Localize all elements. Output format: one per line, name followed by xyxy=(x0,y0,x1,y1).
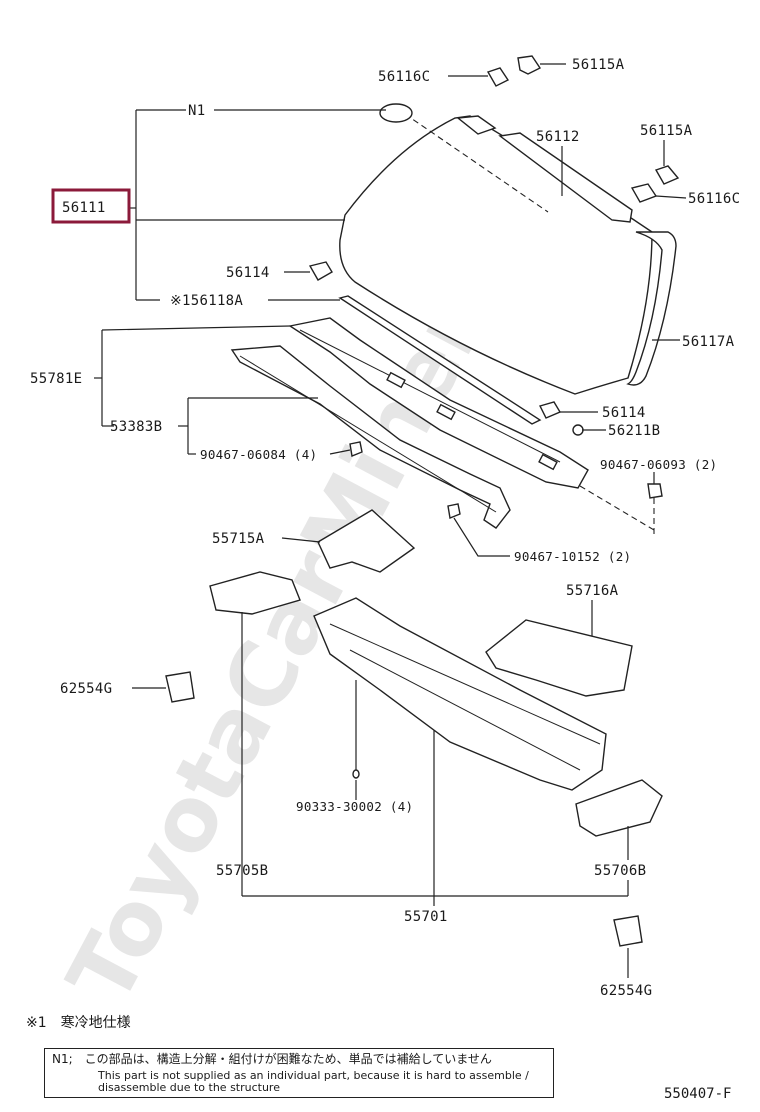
cowl-panel-55701 xyxy=(313,597,607,791)
label-56211b: 56211B xyxy=(608,423,660,439)
clip-56115a-top xyxy=(517,55,542,75)
molding-lower xyxy=(338,295,542,425)
label-156118a: ※156118A xyxy=(170,293,243,309)
clip-56116c-right xyxy=(630,183,658,203)
clip-56115a-right xyxy=(654,165,680,185)
clip-56211b xyxy=(572,424,584,436)
part-labels: N1 56111 56116C 56115A 56112 56115A 5611… xyxy=(30,57,740,999)
clip-90467-10152 xyxy=(447,503,461,519)
label-n1: N1 xyxy=(188,103,205,119)
note-text-en: This part is not supplied as an individu… xyxy=(98,1069,529,1094)
label-90467-06084: 90467-06084 (4) xyxy=(200,447,317,462)
clip-90467-06093 xyxy=(647,483,663,499)
note-text-jp: N1; この部品は、構造上分解・組付けが困難なため、単品では補給していません xyxy=(52,1052,492,1066)
clip-56116c-top xyxy=(486,67,510,87)
label-90467-10152: 90467-10152 (2) xyxy=(514,549,631,564)
bracket-55716a xyxy=(485,619,633,697)
label-56115a-top: 56115A xyxy=(572,57,625,73)
label-90467-06093: 90467-06093 (2) xyxy=(600,457,717,472)
note-box xyxy=(44,1048,554,1098)
bracket-55705b xyxy=(209,571,301,615)
stopper-62554g-bottom xyxy=(613,915,643,947)
label-56115a-right: 56115A xyxy=(640,123,693,139)
clip-56114-right xyxy=(538,401,562,419)
label-56114-left: 56114 xyxy=(226,265,270,281)
clip-56114-left xyxy=(308,261,333,281)
label-56112: 56112 xyxy=(536,129,580,145)
label-56116c-right: 56116C xyxy=(688,191,740,207)
molding-upper xyxy=(456,115,633,223)
label-55705b: 55705B xyxy=(216,863,268,879)
bracket-55715a xyxy=(317,509,416,573)
label-56117a: 56117A xyxy=(682,334,735,350)
page-number: 550407-F xyxy=(664,1086,732,1102)
label-55716a: 55716A xyxy=(566,583,619,599)
label-56114-right: 56114 xyxy=(602,405,646,421)
footnote-cold-area: ※1 寒冷地仕様 xyxy=(26,1015,131,1031)
leader-lines xyxy=(94,63,687,978)
label-55701: 55701 xyxy=(404,909,448,925)
label-62554g-left: 62554G xyxy=(60,681,112,697)
label-55781e: 55781E xyxy=(30,371,82,387)
label-90333-30002: 90333-30002 (4) xyxy=(296,799,413,814)
highlight-box-56111 xyxy=(51,188,131,224)
clip-90467-06084 xyxy=(349,441,363,457)
screw-90333-30002 xyxy=(352,769,360,779)
molding-side xyxy=(626,231,677,386)
stopper-62554g-left xyxy=(165,671,195,703)
bracket-55706b xyxy=(575,779,663,837)
label-62554g-bottom: 62554G xyxy=(600,983,652,999)
label-56116c-top: 56116C xyxy=(378,69,430,85)
label-53383b: 53383B xyxy=(110,419,162,435)
cowl-panel-upper xyxy=(230,317,589,529)
label-56111: 56111 xyxy=(62,200,106,216)
label-55706b: 55706B xyxy=(594,863,646,879)
clip-n1 xyxy=(379,103,413,123)
label-55715a: 55715A xyxy=(212,531,265,547)
